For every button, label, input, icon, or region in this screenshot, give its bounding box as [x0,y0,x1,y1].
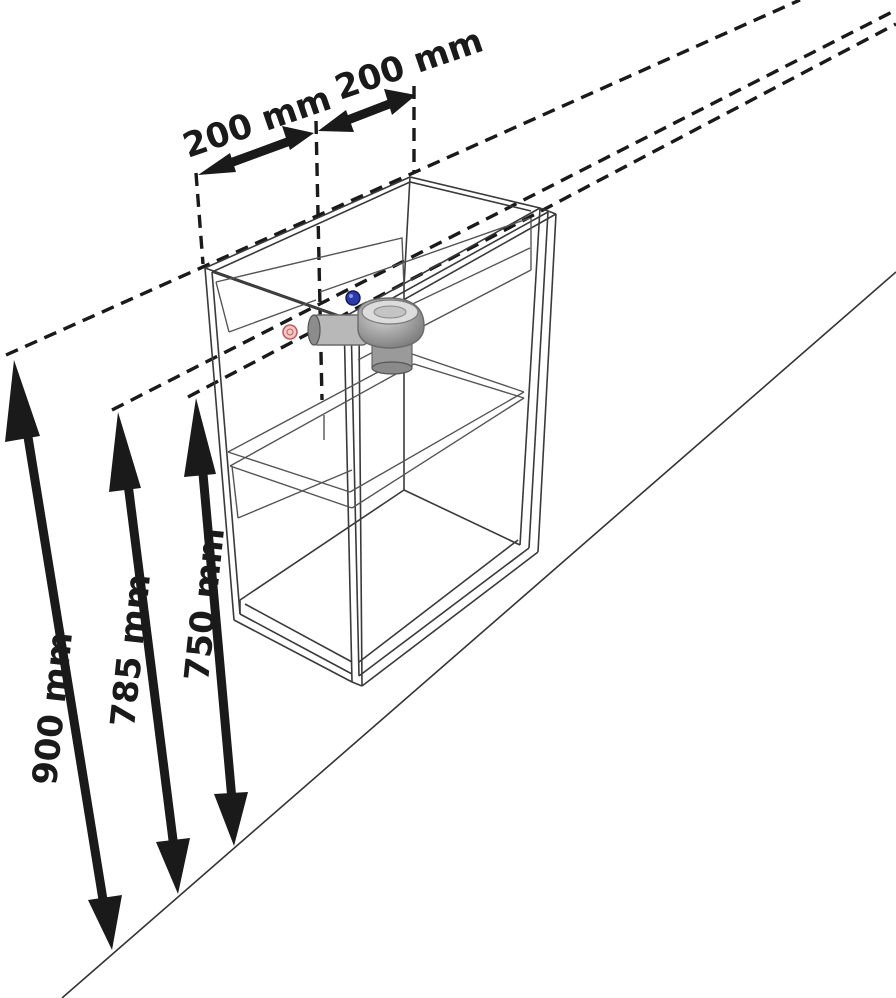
dim-label-750: 750 mm [177,526,233,683]
cabinet [204,176,557,687]
vertical-dimension-arrows [5,360,248,950]
hot-water-connection-icon [282,324,298,340]
siphon-icon [307,297,425,375]
dim-label-900: 900 mm [25,630,81,787]
horizontal-dimension-arrows [198,89,416,175]
dim-label-785: 785 mm [103,572,159,729]
dashed-reference-lines [5,0,896,412]
floor-line [61,271,896,998]
cold-water-connection-icon [345,290,361,306]
